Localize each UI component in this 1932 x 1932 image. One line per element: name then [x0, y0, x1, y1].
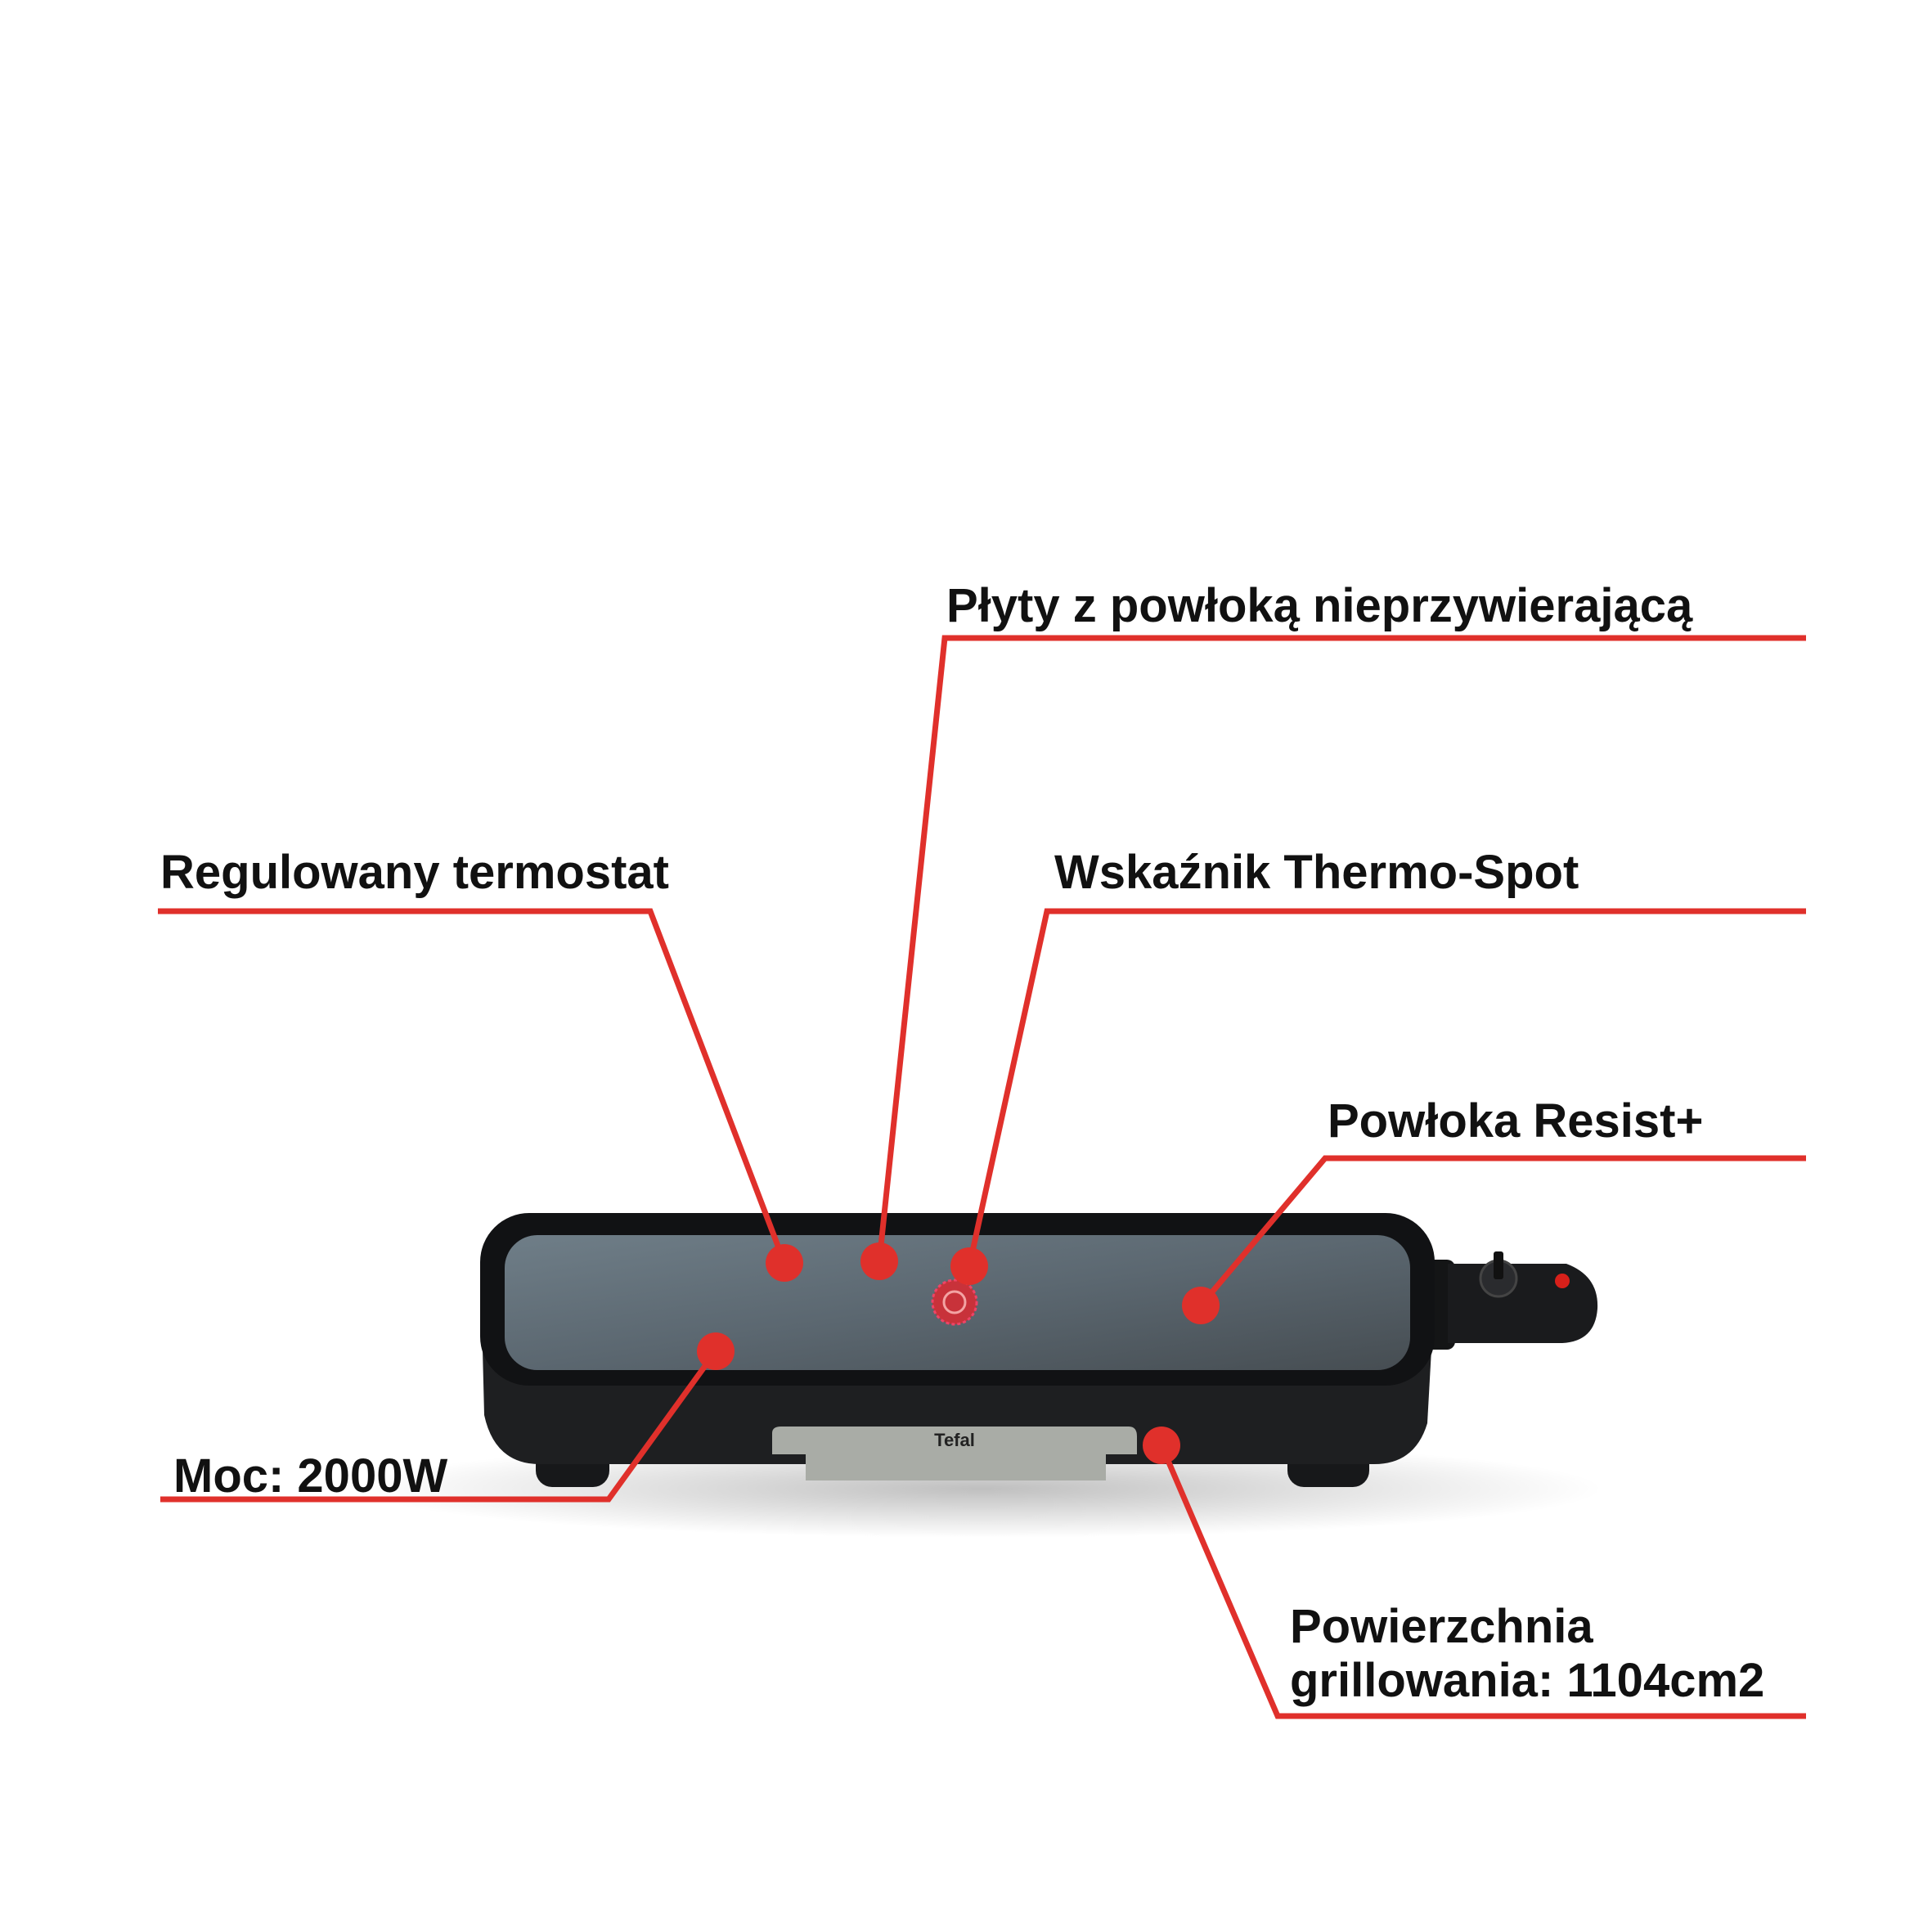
callout-line-non-stick	[876, 635, 1806, 1262]
callout-dot	[950, 1247, 988, 1285]
power-light-icon	[1555, 1274, 1570, 1288]
callout-dot	[1143, 1427, 1180, 1464]
callout-power: Moc: 2000W	[173, 1449, 448, 1503]
callout-line-power	[160, 1349, 718, 1503]
callout-non-stick-plates: Płyty z powłoką nieprzywierającą	[946, 579, 1693, 632]
callout-line-surface	[1158, 1444, 1806, 1719]
callout-surface-line2: grillowania: 1104cm2	[1290, 1654, 1765, 1707]
callout-line-resist	[1198, 1155, 1806, 1308]
callout-surface-line1: Powierzchnia	[1290, 1600, 1593, 1653]
callout-line-thermostat	[158, 908, 788, 1265]
callout-lines	[158, 635, 1806, 1719]
callout-dot	[1182, 1287, 1220, 1324]
thermostat-handle	[1398, 1251, 1598, 1350]
callout-line-thermo-spot	[966, 908, 1806, 1267]
drip-tray[interactable]	[772, 1427, 1137, 1480]
callout-dots	[697, 1242, 1220, 1464]
thermo-spot-indicator	[931, 1278, 978, 1326]
callout-resist-coating: Powłoka Resist+	[1328, 1094, 1704, 1148]
callout-dot	[766, 1244, 803, 1282]
callout-thermo-spot: Wskaźnik Thermo-Spot	[1054, 846, 1579, 899]
callout-dot	[697, 1332, 735, 1370]
callout-thermostat: Regulowany termostat	[160, 846, 669, 899]
callout-dot	[860, 1242, 898, 1280]
brand-logo: Tefal	[934, 1430, 975, 1450]
